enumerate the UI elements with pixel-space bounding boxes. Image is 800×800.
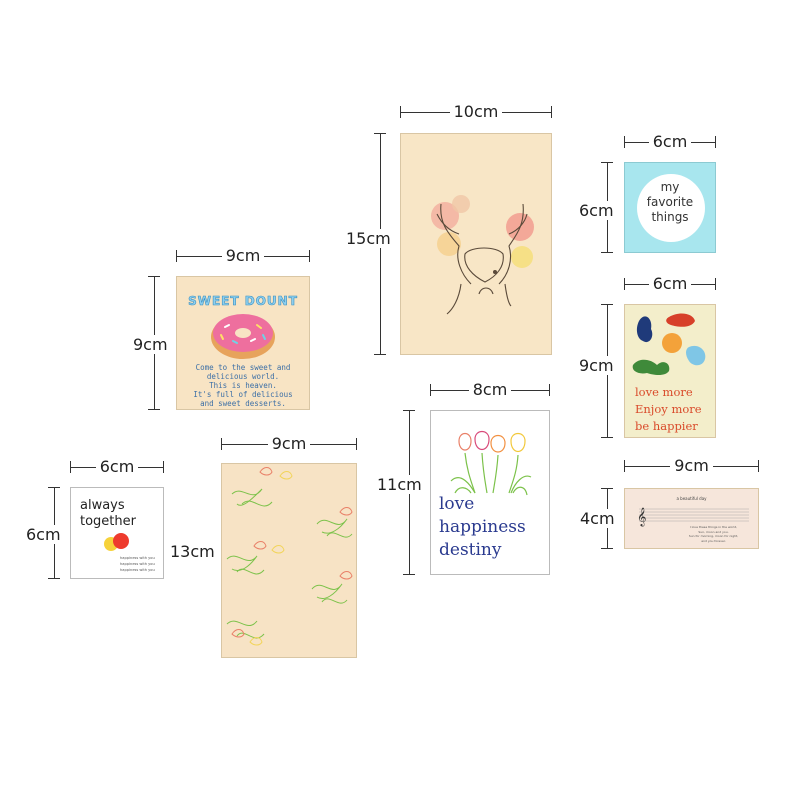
lovemore-width-dimension: 6cm	[624, 276, 716, 292]
deer-width-dimension: 10cm	[400, 104, 552, 120]
treble-clef-icon: 𝄞	[637, 507, 646, 527]
lovemore-height-label: 9cm	[579, 356, 614, 375]
fav-width-dimension: 6cm	[624, 134, 716, 150]
favorite-things-text: my favorite things	[646, 180, 694, 224]
donut-height-label: 9cm	[133, 335, 168, 354]
always-height-label: 6cm	[26, 525, 61, 544]
donut-width-label: 9cm	[221, 248, 265, 264]
love-more-blobs	[632, 313, 706, 375]
love-width-label: 8cm	[468, 382, 512, 398]
tulip-pattern-illustration	[226, 467, 353, 646]
love-width-dimension: 8cm	[430, 382, 550, 398]
deer-illustration	[431, 195, 534, 315]
love-happiness-card: love happiness destiny	[430, 410, 550, 575]
always-dots	[104, 533, 129, 551]
tulip-width-dimension: 9cm	[221, 436, 357, 452]
beautiful-day-text: I love these things in the world, Sun, m…	[688, 525, 739, 543]
donut-description: Come to the sweet and delicious world. T…	[193, 363, 293, 408]
always-together-card: always together happiness with you happi…	[70, 487, 164, 579]
beautiful-day-title: a beautiful day	[676, 496, 707, 501]
beautiful-width-dimension: 9cm	[624, 458, 759, 474]
favorite-circle	[637, 174, 705, 242]
music-staff: 𝄞	[637, 507, 749, 527]
love-more-card: love more Enjoy more be happier	[624, 304, 716, 438]
donut-card: SWEET DOUNT Come to the sweet and delici…	[176, 276, 310, 410]
beautiful-height-label: 4cm	[580, 509, 615, 528]
tulip-width-label: 9cm	[267, 436, 311, 452]
favorite-things-card: my favorite things	[624, 162, 716, 253]
lovemore-width-label: 6cm	[648, 276, 692, 292]
tulip-pattern-card	[221, 463, 357, 658]
deer-height-label: 15cm	[346, 229, 391, 248]
beautiful-day-card: a beautiful day 𝄞 I love these things in…	[624, 488, 759, 549]
tulip-illustration	[450, 430, 532, 496]
donut-title: SWEET DOUNT	[188, 294, 298, 309]
donut-illustration	[211, 314, 275, 359]
donut-width-dimension: 9cm	[176, 248, 310, 264]
always-width-label: 6cm	[95, 459, 139, 475]
fav-width-label: 6cm	[648, 134, 692, 150]
tulip-height-label: 13cm	[170, 542, 215, 561]
love-more-text: love more Enjoy more be happier	[635, 385, 702, 433]
love-height-label: 11cm	[377, 475, 422, 494]
fav-height-label: 6cm	[579, 201, 614, 220]
deer-card	[400, 133, 552, 355]
love-happiness-text: love happiness destiny	[439, 494, 526, 560]
always-width-dimension: 6cm	[70, 459, 164, 475]
deer-width-label: 10cm	[449, 104, 503, 120]
always-together-text: always together	[80, 498, 136, 529]
always-small-text: happiness with you happiness with you ha…	[120, 556, 155, 572]
beautiful-width-label: 9cm	[670, 458, 713, 474]
